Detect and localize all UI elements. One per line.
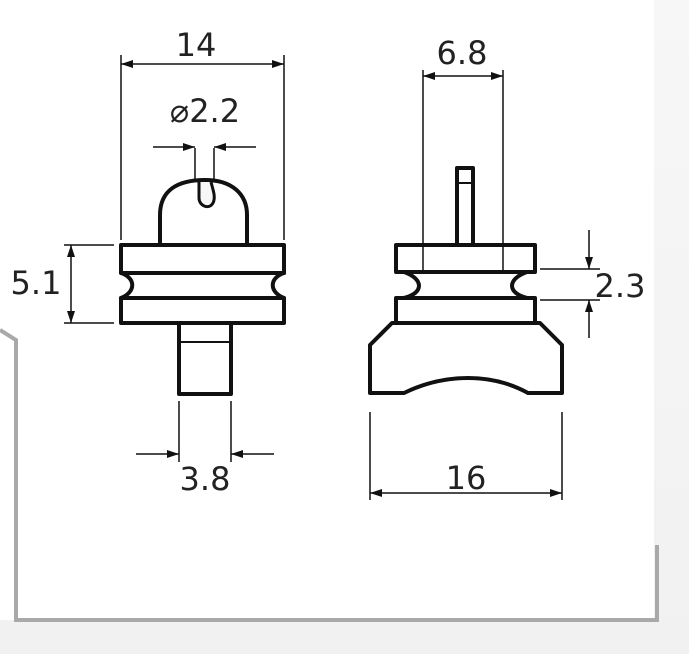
dim-6-8-arrow-left: [423, 72, 435, 80]
right-collar-groove: [402, 270, 529, 300]
right-view: 6.8 2.3 16: [368, 34, 646, 500]
dim-dia-arrow-right: [214, 143, 226, 151]
upper-collar: [119, 243, 286, 275]
dim-16-arrow-right: [550, 489, 562, 497]
dim-2-3-arrow-top: [585, 257, 593, 269]
right-lower-collar: [394, 296, 537, 325]
dim-2-3-arrow-bottom: [585, 300, 593, 312]
dim-3-8-arrow-right: [231, 450, 243, 458]
loop-head: [158, 178, 249, 248]
stem: [177, 321, 233, 396]
dim-16-arrow-left: [370, 489, 382, 497]
top-pin: [455, 166, 475, 247]
loop-slot: [197, 181, 216, 209]
dim-2-3-label: 2.3: [595, 267, 646, 305]
dim-5-1-label: 5.1: [11, 264, 62, 302]
sheet-frame-line: [0, 328, 659, 622]
curved-base: [368, 321, 564, 395]
dim-14-arrow-right: [272, 60, 284, 68]
left-view: 14 ⌀2.2 5.1 3.8: [11, 26, 286, 498]
drawing-sheet: [0, 0, 654, 620]
dim-3-8-label: 3.8: [180, 460, 231, 498]
collar-groove: [119, 271, 286, 300]
dim-5-1-arrow-top: [67, 245, 75, 257]
dim-14-label: 14: [176, 26, 217, 64]
dim-6-8-label: 6.8: [437, 34, 488, 72]
dim-16-label: 16: [446, 459, 487, 497]
dim-5-1-arrow-bottom: [67, 311, 75, 323]
lower-collar: [119, 296, 286, 325]
dim-6-8-arrow-right: [491, 72, 503, 80]
right-upper-collar: [394, 243, 537, 274]
dim-diameter-label: ⌀2.2: [170, 92, 240, 130]
dim-dia-arrow-left: [183, 143, 195, 151]
dim-14-arrow-left: [121, 60, 133, 68]
dim-3-8-arrow-left: [167, 450, 179, 458]
